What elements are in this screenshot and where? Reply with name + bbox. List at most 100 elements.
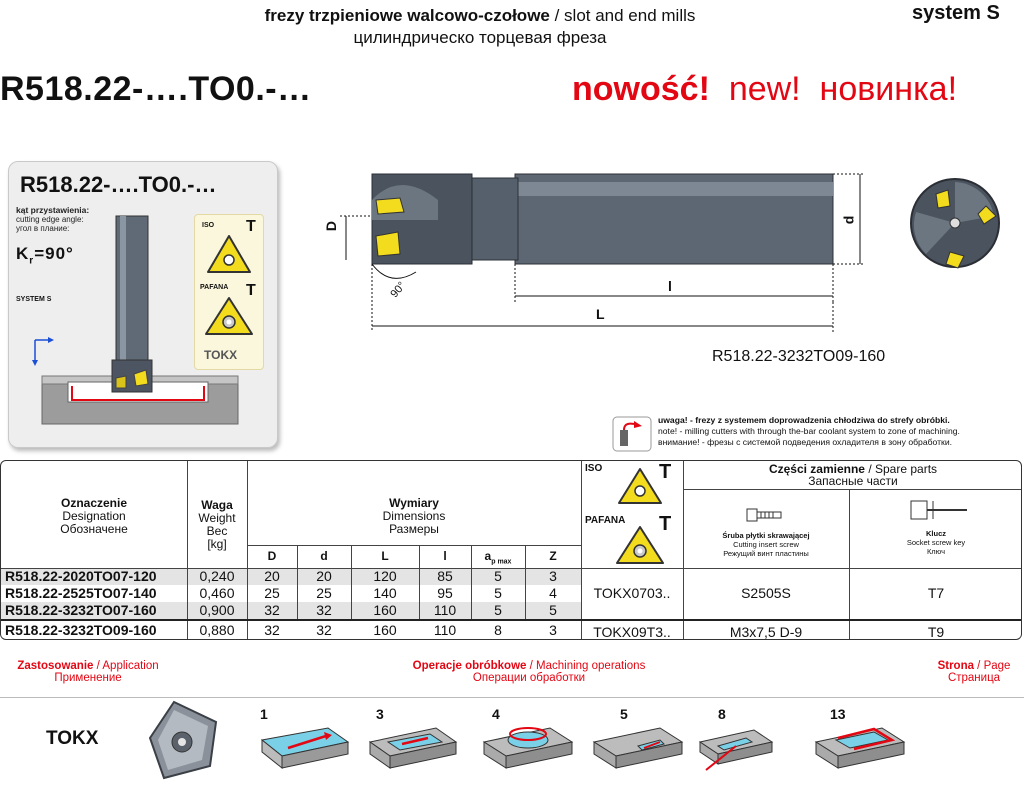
new-en: new! — [728, 70, 801, 108]
title-sep: / — [549, 6, 565, 25]
dimensions-en: Dimensions — [382, 509, 446, 523]
group1-key: T7 — [927, 585, 945, 601]
table-row: R518.22-2525TO07-140 0,460 25 25 140 95 … — [1, 585, 581, 602]
row-d: 32 — [316, 622, 332, 638]
row-weight: 0,880 — [199, 622, 235, 638]
app-en: Application — [102, 660, 159, 672]
dimensions-pl: Wymiary — [389, 496, 439, 510]
title-pl: frezy trzpieniowe walcowo-czołowe — [264, 6, 550, 25]
card-system-label: SYSTEM S — [16, 296, 52, 303]
dimensions-header: Wymiary Dimensions Размеры — [247, 497, 581, 536]
ops-en: Machining operations — [536, 660, 646, 672]
row-Z: 3 — [549, 568, 557, 584]
note-en: note! - milling cutters with through the… — [658, 426, 960, 436]
designation-en: Designation — [62, 509, 126, 523]
group1-screw: S2505S — [741, 585, 791, 601]
screw-icon — [746, 508, 782, 522]
op-number: 3 — [376, 706, 384, 722]
op-number: 8 — [718, 706, 726, 722]
screw-ru: Режущий винт пластины — [723, 549, 809, 558]
weight-pl: Waga — [201, 498, 233, 512]
row-l: 110 — [433, 622, 457, 638]
op-facing-icon — [260, 727, 350, 770]
row-D: 32 — [264, 602, 280, 618]
row-L: 120 — [373, 568, 397, 584]
application-label: Zastosowanie / Application Применение — [8, 660, 168, 684]
key-pl: Klucz — [925, 529, 946, 538]
group1-insert: TOKX0703.. — [593, 585, 671, 601]
operations-label: Operacje obróbkowe / Machining operation… — [398, 660, 660, 684]
card-insert-name: TOKX — [204, 348, 238, 362]
row-Z: 3 — [549, 622, 557, 638]
row-d: 20 — [316, 568, 332, 584]
row-designation: R518.22-3232TO09-160 — [5, 622, 157, 638]
row-stripe — [1, 602, 581, 619]
bottom-separator — [0, 697, 1024, 698]
page-sep: / — [973, 660, 984, 672]
op-through-slot-icon — [698, 729, 774, 771]
page-en: Page — [983, 660, 1011, 672]
op-number: 1 — [260, 706, 268, 722]
row-ap: 8 — [494, 622, 502, 638]
weight-en: Weight — [198, 511, 236, 525]
note-pl-bold: uwaga! - frezy — [658, 415, 716, 425]
key-icon — [910, 500, 967, 520]
col-ap-main: a — [484, 549, 492, 563]
row-designation: R518.22-3232TO07-160 — [5, 602, 157, 618]
row-stripe — [1, 568, 581, 585]
screw-header: Śruba płytki skrawającej Cutting insert … — [683, 531, 849, 558]
dim-D-label: D — [323, 220, 340, 232]
weight-unit: [kg] — [207, 537, 227, 551]
row-d: 25 — [316, 585, 332, 601]
row-L: 160 — [373, 622, 397, 638]
designation-header: Oznaczenie Designation Обозначене — [1, 497, 187, 536]
title-en: slot and end mills — [564, 6, 696, 25]
row-weight: 0,460 — [199, 585, 235, 601]
col-ap-sub: p max — [491, 558, 512, 566]
page-ru: Страница — [947, 672, 1001, 684]
kr-sub: r — [29, 255, 35, 267]
row-designation: R518.22-2525TO07-140 — [5, 585, 157, 601]
card-iso-label: ISO — [202, 222, 215, 229]
card-iso-tolerance: T — [246, 218, 256, 235]
model-name: R518.22-3232TO09-160 — [712, 348, 886, 365]
row-D: 20 — [264, 568, 280, 584]
cutting-angle-label: kąt przystawienia: cutting edge angle: у… — [16, 206, 89, 234]
op-pocket-icon — [368, 727, 458, 769]
row-ap: 5 — [494, 568, 502, 584]
table-pafana-insert-icon — [616, 526, 664, 564]
kr-main: K — [16, 244, 30, 263]
weight-header: Waga Weight Вес [kg] — [187, 499, 247, 551]
system-label: system S — [912, 2, 1000, 24]
axis-arrows-icon — [32, 337, 54, 366]
dim-d-label: d — [840, 215, 857, 225]
app-pl: Zastosowanie — [17, 660, 94, 672]
dim-L-label: L — [596, 306, 605, 322]
angle-ru: угол в плание: — [16, 224, 70, 233]
card-title: R518.22-….TO0.-… — [20, 172, 217, 197]
op-slot-icon — [592, 727, 684, 769]
group2-screw: M3x7,5 D-9 — [729, 624, 803, 640]
dimensions-ru: Размеры — [389, 522, 439, 536]
key-header: Klucz Socket screw key Ключ — [849, 529, 1021, 556]
card-pafana-tolerance: T — [246, 282, 256, 299]
new-pl: nowość! — [572, 70, 710, 108]
header-title-line1: frezy trzpieniowe walcowo-czołowe / slot… — [160, 6, 800, 26]
row-ap: 5 — [494, 602, 502, 618]
row-L: 160 — [373, 602, 397, 618]
screw-pl: Śruba płytki skrawającej — [722, 531, 810, 540]
application-insert: TOKX — [46, 728, 99, 749]
kr-value: Kr=90° — [16, 244, 74, 266]
ops-pl: Operacje obróbkowe — [412, 660, 527, 672]
key-en: Socket screw key — [906, 538, 966, 547]
designation-ru: Обозначене — [60, 522, 128, 536]
op-contour-icon — [814, 727, 906, 769]
row-Z: 5 — [549, 602, 557, 618]
spec-table: Oznaczenie Designation Обозначене Waga W… — [0, 460, 1022, 640]
app-ru: Применение — [54, 672, 122, 684]
op-number: 4 — [492, 706, 500, 722]
note-ru: внимание! - фрезы с системой подведения … — [658, 437, 953, 447]
table-pafana-label: PAFANA — [585, 515, 626, 526]
spare-pl: Części zamienne — [768, 462, 865, 476]
row-d: 32 — [316, 602, 332, 618]
